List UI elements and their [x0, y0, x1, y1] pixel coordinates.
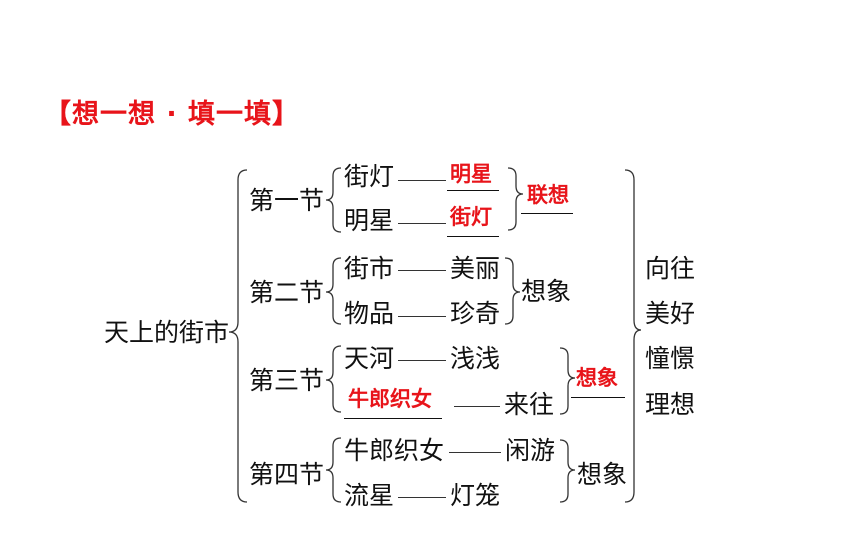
- section3-row1-left: 天河: [344, 344, 395, 373]
- section2-row2-dash: [398, 316, 446, 317]
- section3-result: 想象: [576, 366, 618, 390]
- theme-word-1: 向往: [645, 254, 696, 283]
- section1-row1-dash: [398, 180, 446, 181]
- theme-word-3: 憧憬: [645, 344, 696, 373]
- section1-row1-left: 街灯: [344, 162, 395, 191]
- section1-label: 第一节: [249, 186, 325, 215]
- page-title: 【想一想 · 填一填】: [44, 99, 301, 130]
- section1-result-blank: [521, 213, 573, 214]
- section4-right-brace: [559, 439, 576, 503]
- section3-left-brace: [325, 345, 342, 413]
- section2-row1-left: 街市: [344, 254, 395, 283]
- section2-result: 想象: [521, 277, 572, 306]
- section3-row2-dash: [454, 406, 500, 407]
- section2-right-brace: [504, 257, 521, 325]
- theme-brace: [624, 169, 642, 503]
- section4-row1-right: 闲游: [505, 436, 556, 465]
- root-brace: [228, 169, 248, 503]
- section2-label: 第二节: [249, 278, 325, 307]
- section2-row2-right: 珍奇: [450, 299, 501, 328]
- root-label: 天上的街市: [104, 318, 230, 347]
- section1-row2-blank: [447, 236, 499, 237]
- section1-right-brace: [507, 167, 524, 231]
- section3-result-blank: [571, 397, 625, 398]
- section4-row1-dash: [449, 452, 501, 453]
- section2-left-brace: [325, 257, 342, 325]
- section1-row2-dash: [398, 223, 446, 224]
- section1-row1-right: 明星: [450, 162, 492, 186]
- section2-row2-left: 物品: [344, 299, 395, 328]
- section2-row1-dash: [398, 270, 446, 271]
- section3-right-brace: [559, 347, 576, 415]
- section4-row2-left: 流星: [344, 481, 395, 510]
- section4-left-brace: [325, 437, 342, 503]
- section2-row1-right: 美丽: [450, 254, 501, 283]
- theme-word-4: 理想: [645, 390, 696, 419]
- section4-row2-dash: [398, 497, 446, 498]
- section3-row1-right: 浅浅: [450, 344, 501, 373]
- section1-row1-blank: [447, 190, 499, 191]
- section1-row2-left: 明星: [344, 206, 395, 235]
- section4-row1-left: 牛郎织女: [344, 436, 445, 465]
- section4-label: 第四节: [249, 460, 325, 489]
- section3-row2-left: 牛郎织女: [348, 387, 432, 411]
- theme-word-2: 美好: [645, 299, 696, 328]
- section4-row2-right: 灯笼: [450, 481, 501, 510]
- section1-result: 联想: [527, 183, 569, 207]
- section3-row2-blank: [344, 418, 442, 419]
- section3-label: 第三节: [249, 366, 325, 395]
- section1-row2-right: 街灯: [450, 205, 492, 229]
- section3-row1-dash: [398, 360, 446, 361]
- section4-result: 想象: [577, 460, 628, 489]
- section1-left-brace: [325, 167, 342, 233]
- section3-row2-right: 来往: [504, 390, 555, 419]
